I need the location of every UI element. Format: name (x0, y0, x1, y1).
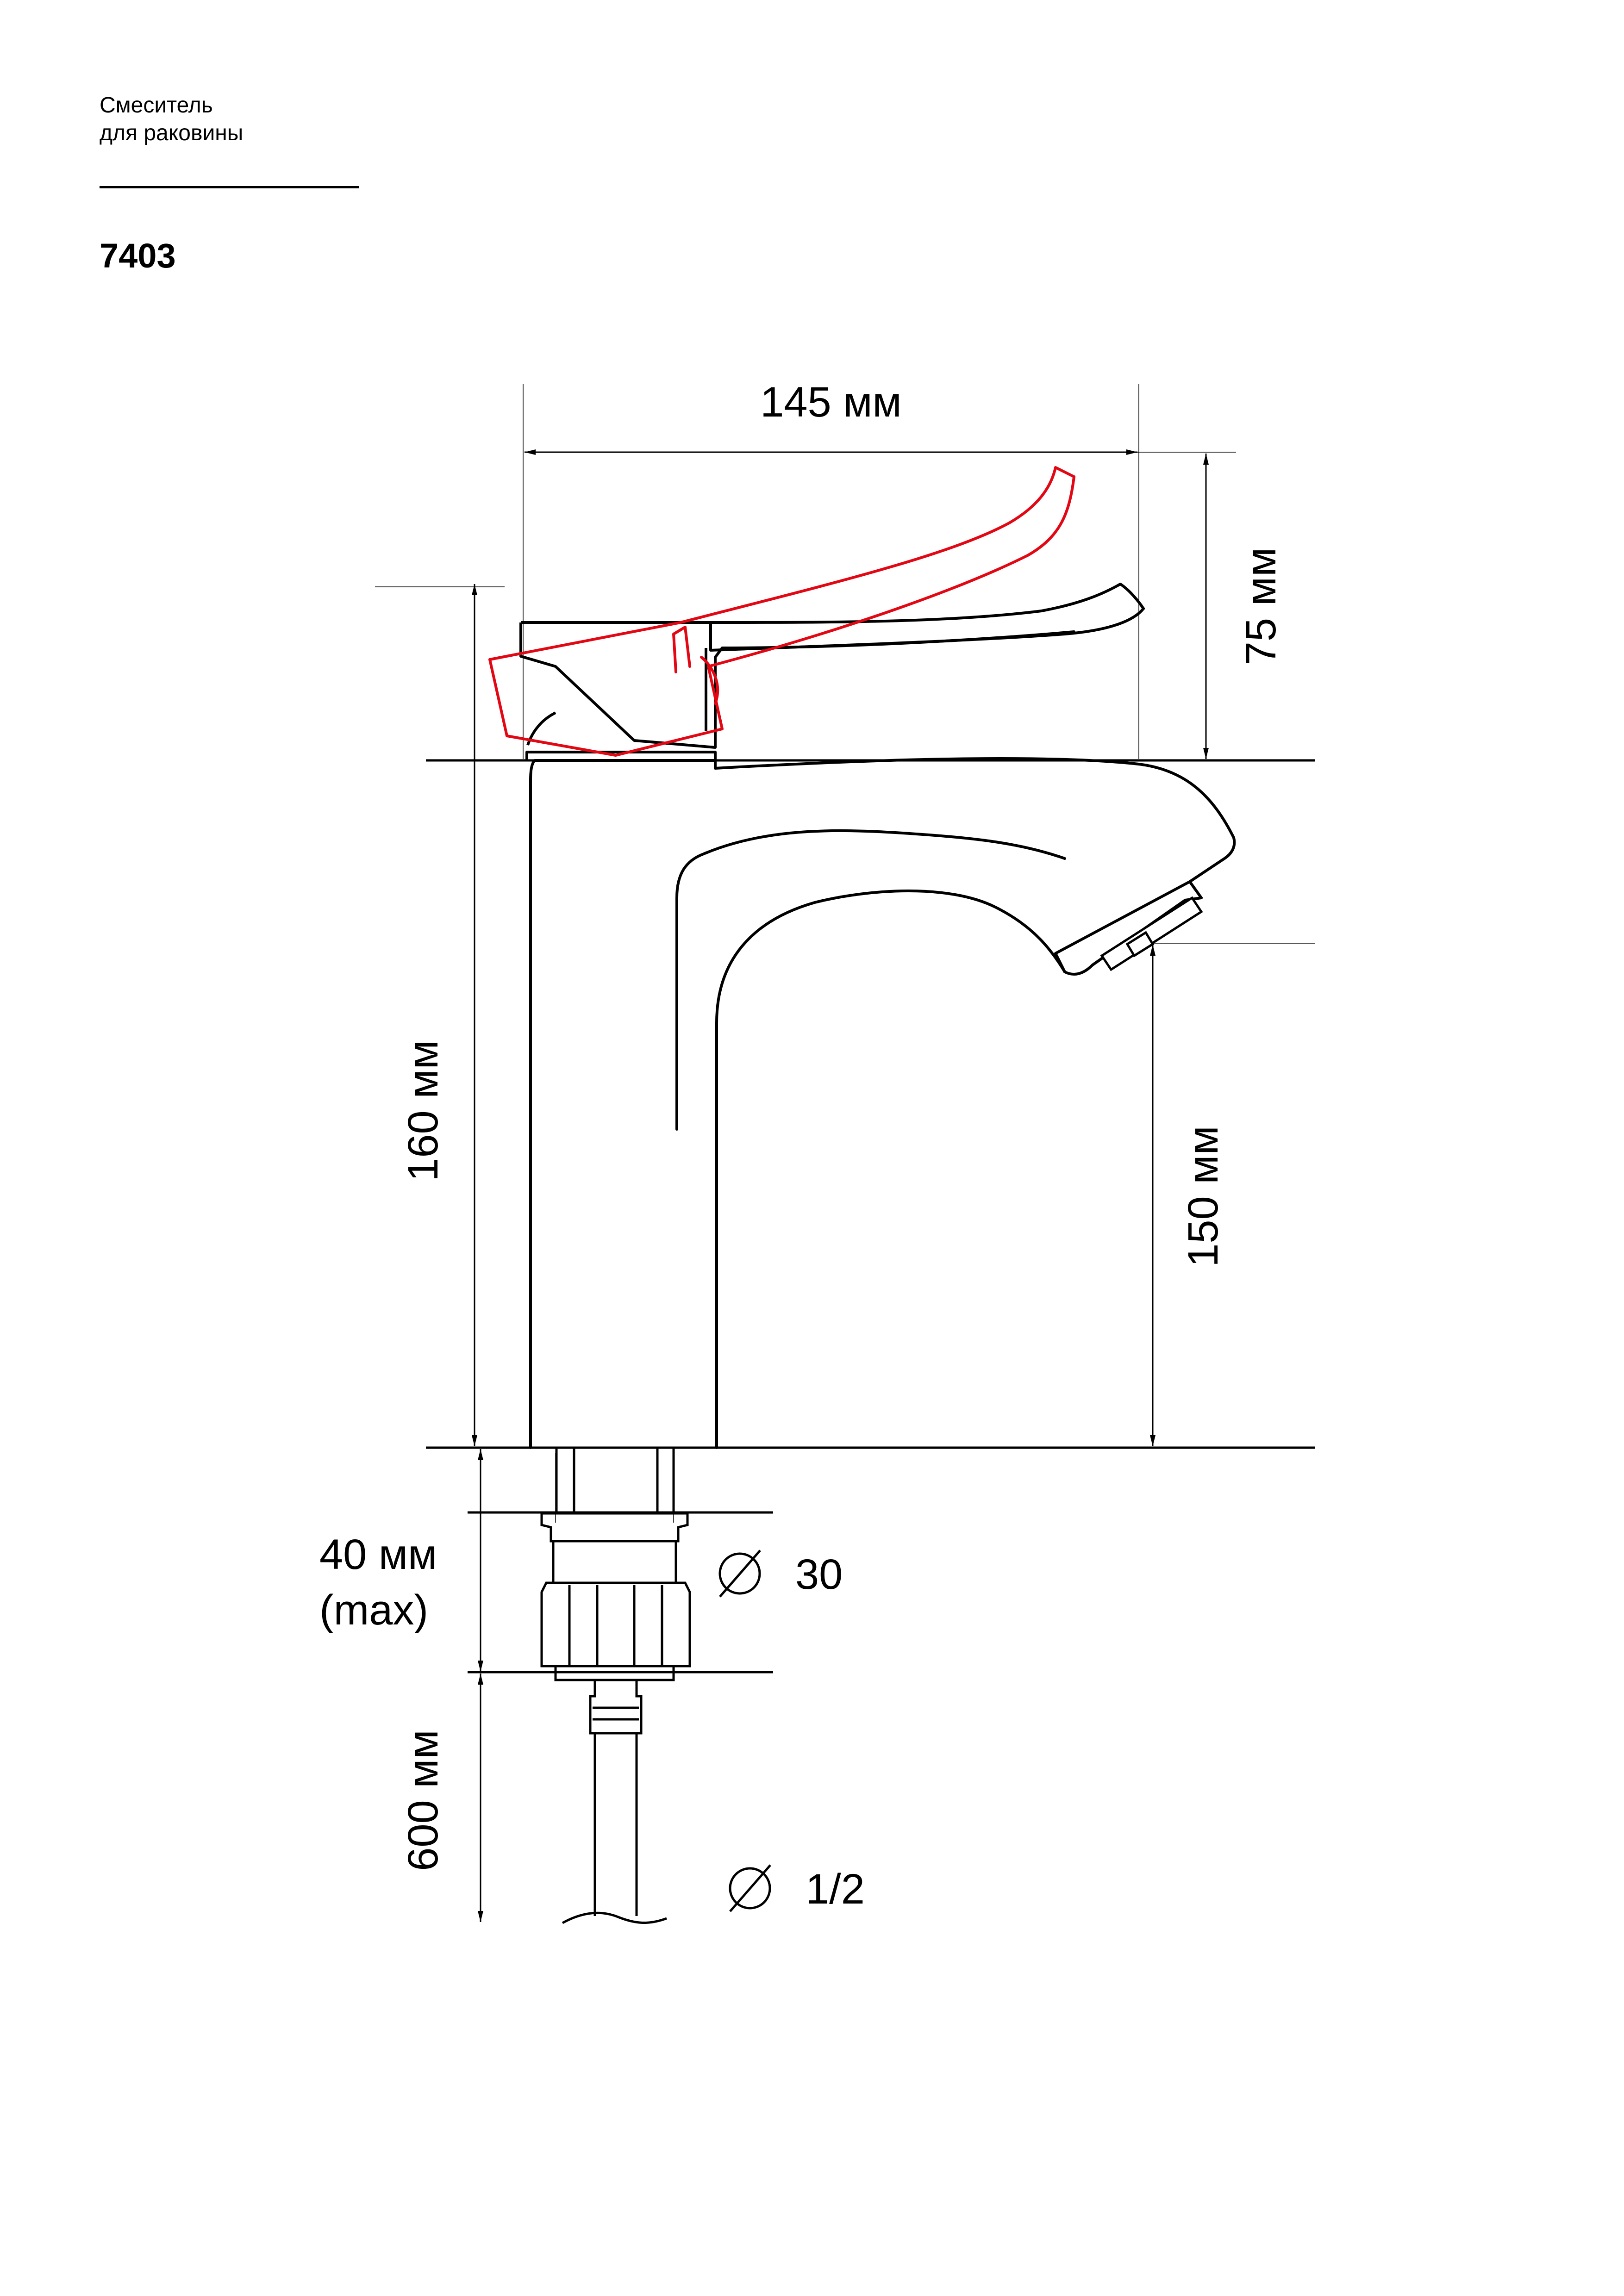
label-diameter-half: 1/2 (806, 1866, 865, 1913)
product-type-line2: для раковины (100, 121, 244, 145)
lever-base (519, 621, 724, 760)
mounting-shank (540, 1449, 691, 1681)
label-diameter-30: 30 (795, 1551, 843, 1598)
label-mount-40: 40 мм (319, 1531, 437, 1578)
label-spout-150: 150 мм (1180, 1126, 1227, 1267)
faucet-body (529, 757, 1236, 1449)
label-mount-max: (max) (319, 1587, 428, 1634)
header-divider (100, 186, 359, 188)
model-number: 7403 (100, 236, 176, 275)
diameter-30-icon (718, 1552, 761, 1595)
lever-closed (709, 583, 1145, 652)
product-type-line1: Смеситель (100, 93, 213, 118)
label-hose-600: 600 мм (400, 1730, 447, 1871)
label-height-160: 160 мм (400, 1040, 447, 1182)
dimension-lines (472, 449, 1209, 1922)
label-lever-75: 75 мм (1237, 548, 1285, 665)
label-width-145: 145 мм (760, 379, 902, 426)
flex-hose (562, 1680, 667, 1924)
aerator (1100, 896, 1203, 971)
diameter-half-inch-icon (729, 1867, 771, 1910)
lever-open-position (488, 466, 1075, 757)
diameter-symbols (718, 1549, 771, 1912)
extension-lines (375, 384, 1315, 1523)
